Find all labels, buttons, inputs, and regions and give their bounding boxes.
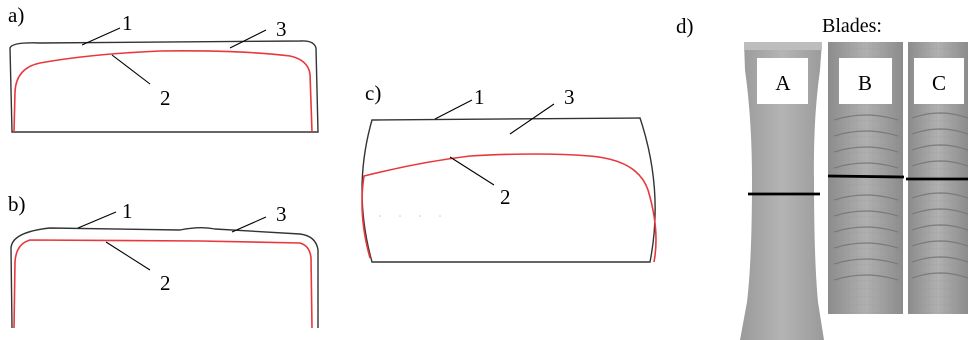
- panel-c-leader-1: [434, 99, 473, 120]
- panel-b-leader-2: [105, 241, 151, 271]
- panel-b-label: b): [8, 192, 26, 216]
- blade-a-label: A: [775, 71, 791, 95]
- panel-a-callout-3: 3: [276, 17, 287, 41]
- blade-c: C: [906, 42, 968, 314]
- panel-c-callout-3: 3: [564, 85, 575, 109]
- panel-b-leader-1: [77, 211, 117, 229]
- panel-c: c) 1 2 3: [361, 81, 657, 263]
- blade-b-slice-line: [827, 174, 905, 179]
- panel-c-callout-1: 1: [474, 85, 485, 109]
- panel-b-profile: [13, 239, 313, 329]
- panel-c-dot-row: [379, 215, 441, 217]
- blade-b: B: [827, 42, 905, 314]
- blade-b-label: B: [858, 71, 872, 95]
- panel-c-callout-2: 2: [500, 185, 511, 209]
- panel-a-callout-1: 1: [122, 11, 133, 35]
- panel-a-leader-1: [81, 27, 121, 46]
- panel-b-outline: [10, 227, 319, 329]
- blade-c-label: C: [932, 71, 946, 95]
- blade-a: A: [740, 42, 824, 340]
- panel-b: b) 1 2 3: [8, 192, 319, 329]
- panel-b-leader-3: [231, 216, 267, 233]
- panel-a-leader-2: [111, 54, 151, 85]
- panel-a-label: a): [8, 3, 24, 27]
- panel-c-profile: [361, 153, 657, 263]
- panel-b-callout-2: 2: [160, 271, 171, 295]
- panel-c-label: c): [365, 81, 381, 105]
- blades-title: Blades:: [822, 15, 882, 37]
- panel-d-label: d): [676, 14, 694, 38]
- panel-a-leader-3: [229, 29, 267, 49]
- panel-d: d) Blades: A: [676, 14, 968, 340]
- panel-b-callout-1: 1: [122, 199, 133, 223]
- panel-b-callout-3: 3: [276, 202, 287, 226]
- panel-a: a) 1 2 3: [8, 3, 319, 133]
- panel-a-outline: [9, 40, 319, 133]
- panel-c-leader-3: [509, 103, 555, 135]
- panel-c-leader-2: [449, 156, 495, 186]
- panel-a-profile: [13, 50, 313, 133]
- panel-a-callout-2: 2: [160, 86, 171, 110]
